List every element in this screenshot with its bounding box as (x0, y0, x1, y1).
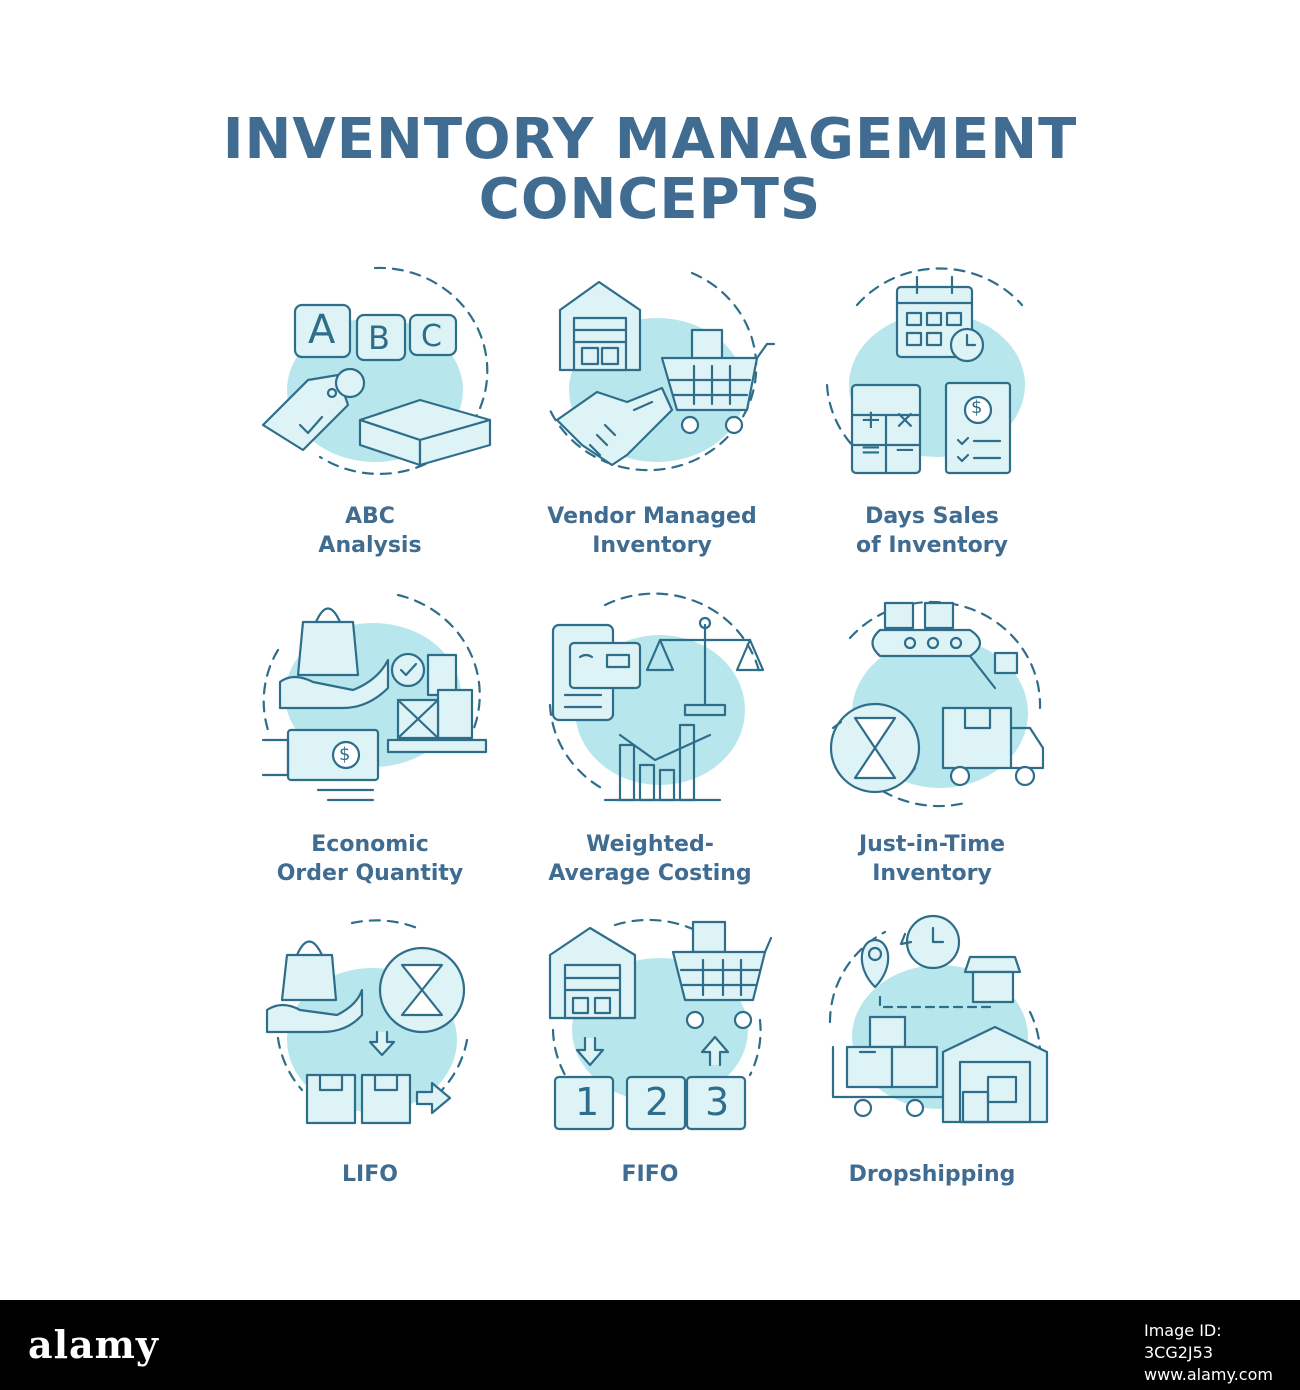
location-store-warehouse-cart-icon (825, 912, 1050, 1137)
concept-label-line-1: Just-in-Time (858, 832, 1006, 857)
concept-label-vendor-managed-inventory: Vendor Managed Inventory (502, 502, 802, 560)
letter-b: B (368, 319, 390, 357)
letter-c: C (421, 319, 442, 354)
page-title-line-1: INVENTORY MANAGEMENT (222, 107, 1078, 172)
concept-label-line-2: of Inventory (856, 533, 1008, 558)
concept-label-abc-analysis: ABC Analysis (220, 502, 520, 560)
calc-equals-glyph: = (860, 435, 882, 465)
concept-label-line-2: Inventory (592, 533, 712, 558)
concept-label-line-1: Weighted- (586, 832, 714, 857)
concept-label-line-1: FIFO (621, 1162, 679, 1187)
abc-blocks-tag-box-icon: A B C (260, 265, 492, 480)
concept-label-line-1: ABC (345, 504, 395, 529)
concept-label-line-1: LIFO (342, 1162, 398, 1187)
concept-label-weighted-average-costing: Weighted- Average Costing (500, 830, 800, 888)
number-1: 1 (575, 1080, 600, 1124)
concept-label-line-1: Economic (311, 832, 429, 857)
calendar-calculator-invoice-icon: + × = − $ (822, 265, 1052, 480)
concept-label-just-in-time-inventory: Just-in-Time Inventory (782, 830, 1082, 888)
concept-label-line-2: Order Quantity (276, 861, 464, 886)
concept-label-line-1: Dropshipping (848, 1162, 1016, 1187)
bag-hourglass-boxes-icon (262, 919, 492, 1135)
dollar-glyph: $ (339, 744, 351, 765)
calc-minus-glyph: − (894, 435, 916, 465)
conveyor-hourglass-truck-icon (825, 598, 1050, 813)
concept-label-line-2: Average Costing (548, 861, 752, 886)
calc-times-glyph: × (894, 405, 916, 435)
concept-label-line-2: Inventory (872, 861, 992, 886)
bag-hand-boxes-money-icon: $ (258, 590, 488, 810)
number-3: 3 (705, 1080, 730, 1124)
concept-label-line-2: Analysis (318, 533, 422, 558)
concept-label-days-sales-of-inventory: Days Sales of Inventory (782, 502, 1082, 560)
stock-id-line: Image ID: 3CG2J53 (1144, 1321, 1222, 1362)
concept-label-fifo: FIFO (500, 1160, 800, 1189)
concept-label-line-1: Vendor Managed (547, 504, 757, 529)
stock-id-block: Image ID: 3CG2J53 www.alamy.com (1144, 1320, 1274, 1386)
stock-footer-bar: alamy Image ID: 3CG2J53 www.alamy.com (0, 1300, 1300, 1390)
concept-label-economic-order-quantity: Economic Order Quantity (220, 830, 520, 888)
concept-label-line-1: Days Sales (865, 504, 999, 529)
warehouse-cart-numbered-icon: 1 2 3 (545, 918, 775, 1135)
warehouse-cart-handshake-icon (542, 270, 776, 485)
dollar-glyph: $ (971, 397, 983, 418)
page-title-line-2: CONCEPTS (478, 167, 822, 232)
concept-label-lifo: LIFO (220, 1160, 520, 1189)
letter-a: A (308, 307, 336, 353)
calc-plus-glyph: + (860, 405, 882, 435)
stock-logo: alamy (28, 1322, 159, 1367)
card-scales-bar-chart-icon (545, 592, 775, 810)
number-2: 2 (645, 1080, 670, 1124)
stock-url-line: www.alamy.com (1144, 1365, 1273, 1384)
concept-label-dropshipping: Dropshipping (782, 1160, 1082, 1189)
